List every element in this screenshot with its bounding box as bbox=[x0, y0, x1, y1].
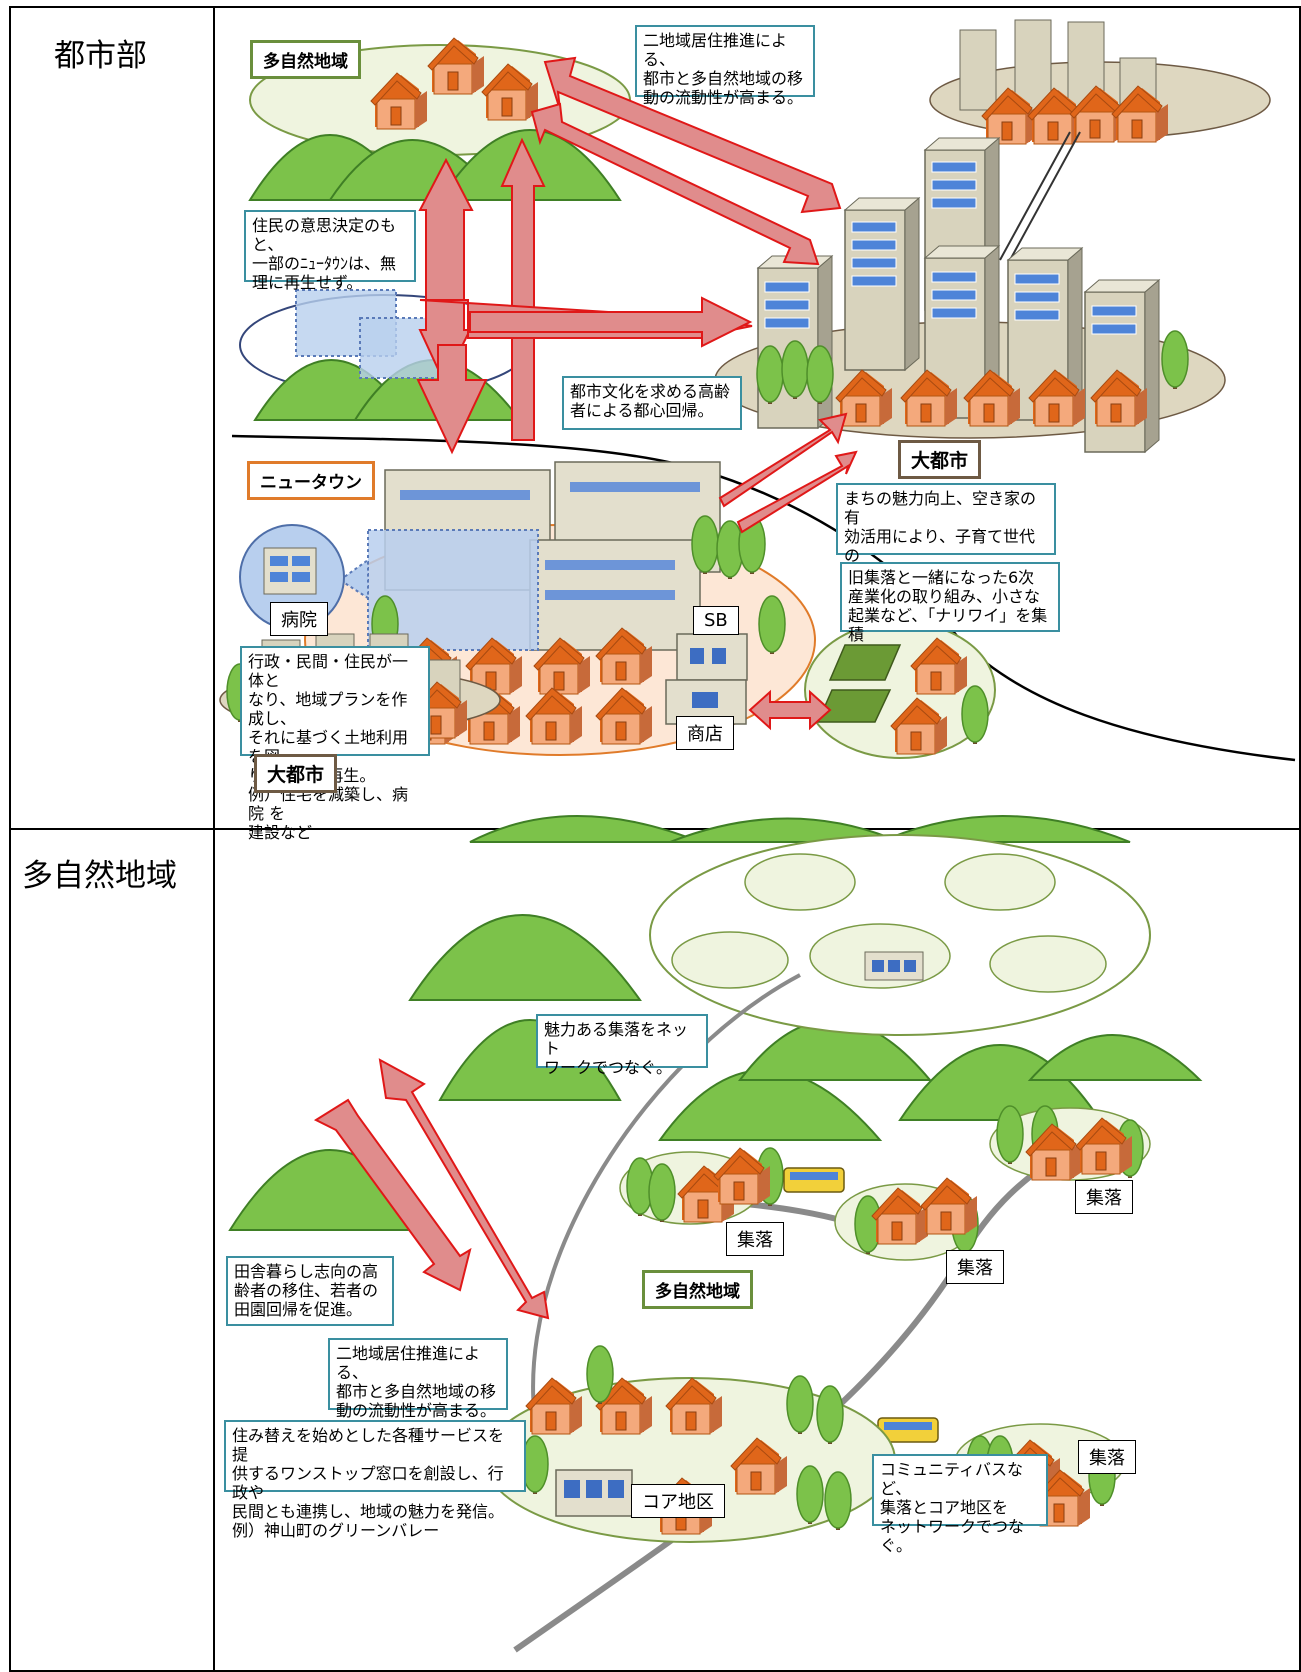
callout-one-stop-window: 住み替えを始めとした各種サービスを提 供するワンストップ窓口を創設し、行政や 民… bbox=[224, 1420, 526, 1540]
bus-2 bbox=[877, 1417, 939, 1443]
table-frame bbox=[9, 6, 1301, 1672]
label-sb: SB bbox=[693, 606, 739, 635]
callout-newtown-decision: 住民の意思決定のもと、 一部のﾆｭｰﾀｳﾝは、無 理に再生せず。 bbox=[244, 210, 416, 292]
label-core-area: コア地区 bbox=[631, 1484, 725, 1518]
tag-big-city-rural: 大都市 bbox=[254, 754, 338, 793]
callout-regional-plan: 行政・民間・住民が一体と なり、地域プランを作成し、 それに基づく土地利用を図 … bbox=[240, 646, 430, 842]
callout-return-to-city: 都市文化を求める高齢 者による都心回帰。 bbox=[562, 376, 742, 430]
column-divider bbox=[213, 6, 215, 1672]
callout-dual-residence-urban: 二地域居住推進による、 都市と多自然地域の移 動の流動性が高まる。 bbox=[635, 25, 815, 107]
label-village-1: 集落 bbox=[726, 1222, 784, 1256]
label-shop: 商店 bbox=[676, 716, 734, 750]
tag-nature-area-urban: 多自然地域 bbox=[250, 40, 361, 79]
callout-network-villages: 魅力ある集落をネット ワークでつなぐ。 bbox=[536, 1014, 708, 1077]
callout-dual-residence-rural: 二地域居住推進による、 都市と多自然地域の移 動の流動性が高まる。 bbox=[328, 1338, 508, 1420]
callout-community-bus: コミュニティバスなど、 集落とコア地区を ネットワークでつなぐ。 bbox=[872, 1454, 1048, 1555]
row-label-rural: 多自然地域 bbox=[22, 858, 177, 894]
bus-1 bbox=[783, 1167, 845, 1193]
label-hospital: 病院 bbox=[270, 602, 328, 636]
tag-big-city-urban: 大都市 bbox=[898, 440, 982, 479]
arrow-group-urban bbox=[416, 56, 858, 731]
label-village-3: 集落 bbox=[1075, 1180, 1133, 1214]
callout-sixth-industry: 旧集落と一緒になった6次 産業化の取り組み、小さな 起業など、「ナリワイ」を集積 bbox=[840, 562, 1060, 644]
arrow-group-rural bbox=[313, 1058, 550, 1320]
row-label-urban: 都市部 bbox=[54, 38, 147, 74]
label-village-4: 集落 bbox=[1078, 1440, 1136, 1474]
label-village-2: 集落 bbox=[946, 1250, 1004, 1284]
road-line bbox=[231, 434, 1296, 762]
tag-newtown: ニュータウン bbox=[247, 461, 375, 500]
callout-rural-migration: 田舎暮らし志向の高 齢者の移住、若者の 田園回帰を促進。 bbox=[226, 1256, 394, 1326]
tag-nature-area-rural: 多自然地域 bbox=[642, 1270, 753, 1309]
callout-childcare-migration: まちの魅力向上、空き家の有 効活用により、子育て世代の 移住を誘因。 bbox=[836, 483, 1056, 584]
